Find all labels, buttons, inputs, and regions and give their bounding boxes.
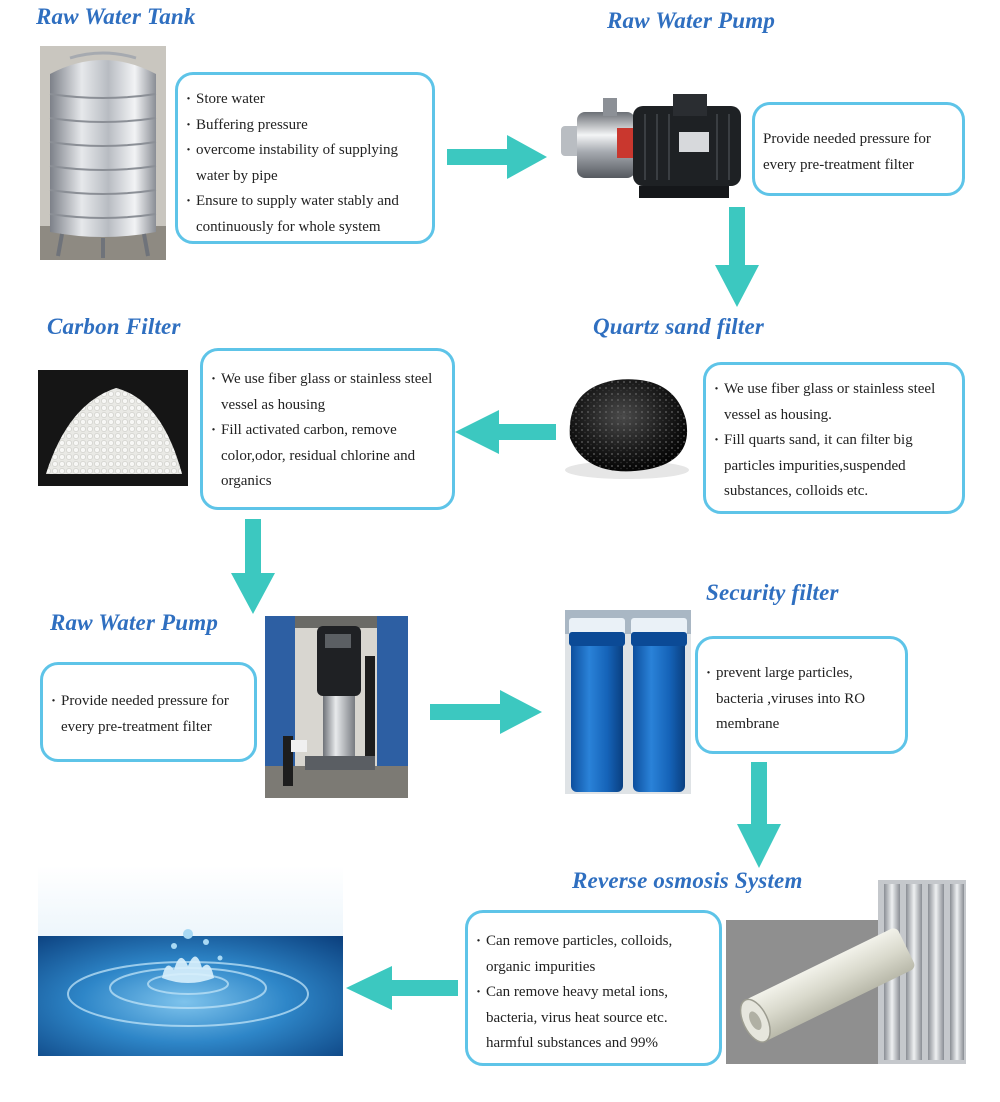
list-item: Store water — [186, 87, 424, 113]
list-item: Buffering pressure — [186, 113, 424, 139]
quartz-sand-filter-title: Quartz sand filter — [593, 314, 765, 339]
raw-water-pump-title: Raw Water Pump — [607, 8, 776, 33]
raw-water-tank-description: Store water Buffering pressure overcome … — [175, 72, 435, 244]
reverse-osmosis-description: Can remove particles, colloids, organic … — [465, 910, 722, 1066]
arrow-down-carbon-to-pump — [231, 519, 275, 614]
horizontal-pump-icon — [555, 88, 748, 206]
raw-water-pump-2-title: Raw Water Pump — [50, 610, 219, 635]
list-item: Can remove heavy metal ions, bacteria, v… — [476, 980, 711, 1057]
list-item: We use fiber glass or stainless steel ve… — [211, 367, 444, 418]
list-item: prevent large particles, bacteria ,virus… — [706, 661, 897, 738]
list-item: Ensure to supply water stably and contin… — [186, 189, 424, 240]
arrow-left-ro-to-water — [346, 966, 458, 1010]
list-item: Provide needed pressure for every pre-tr… — [51, 689, 246, 740]
raw-water-pump-2-description: Provide needed pressure for every pre-tr… — [40, 662, 257, 762]
arrow-left-quartz-to-carbon — [455, 410, 565, 454]
list-item: Fill activated carbon, remove color,odor… — [211, 418, 444, 495]
water-tank-icon — [40, 46, 166, 260]
activated-carbon-icon — [38, 370, 188, 486]
quartz-sand-filter-description: We use fiber glass or stainless steel ve… — [703, 362, 965, 514]
raw-water-tank-title: Raw Water Tank — [36, 4, 196, 29]
water-splash-icon — [38, 866, 343, 1056]
reverse-osmosis-title: Reverse osmosis System — [572, 868, 803, 893]
arrow-down-pump-to-quartz — [715, 207, 759, 307]
list-item: Provide needed pressure for every pre-tr… — [763, 131, 931, 173]
arrow-right-tank-to-pump — [447, 135, 547, 179]
security-filter-description: prevent large particles, bacteria ,virus… — [695, 636, 908, 754]
security-filter-icon — [565, 610, 691, 794]
list-item: We use fiber glass or stainless steel ve… — [714, 377, 954, 428]
list-item: Fill quarts sand, it can filter big part… — [714, 428, 954, 505]
ro-membrane-icon — [726, 880, 966, 1064]
arrow-right-pump-to-security — [430, 690, 542, 734]
carbon-filter-description: We use fiber glass or stainless steel ve… — [200, 348, 455, 510]
quartz-sand-icon — [556, 368, 698, 484]
arrow-down-security-to-ro — [737, 762, 781, 868]
carbon-filter-title: Carbon Filter — [47, 314, 181, 339]
security-filter-title: Security filter — [706, 580, 839, 605]
vertical-pump-icon — [265, 616, 408, 798]
raw-water-pump-description: Provide needed pressure for every pre-tr… — [752, 102, 965, 196]
list-item: Can remove particles, colloids, organic … — [476, 929, 711, 980]
list-item: overcome instability of supplying water … — [186, 138, 424, 189]
